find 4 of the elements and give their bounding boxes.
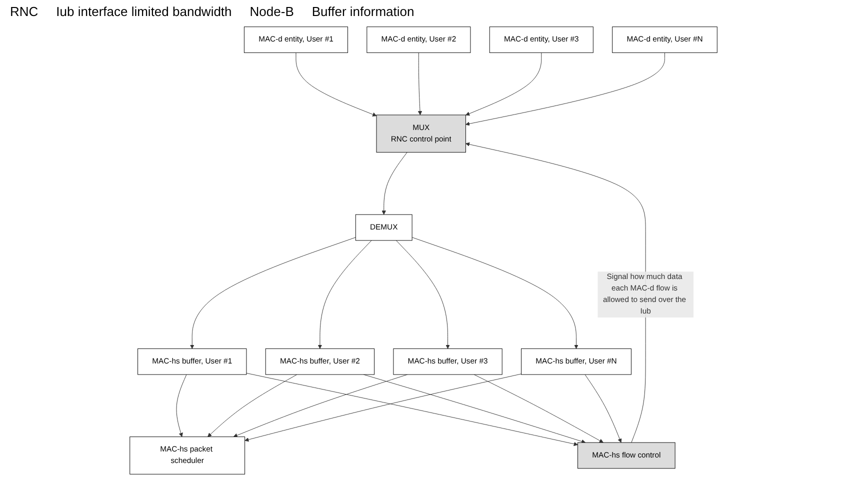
diagram-label: RNC xyxy=(10,4,38,19)
diagram-label: Buffer information xyxy=(312,4,414,19)
diagram-label: Iub interface limited bandwidth xyxy=(56,4,232,19)
diagram-label: Node-B xyxy=(250,4,294,19)
